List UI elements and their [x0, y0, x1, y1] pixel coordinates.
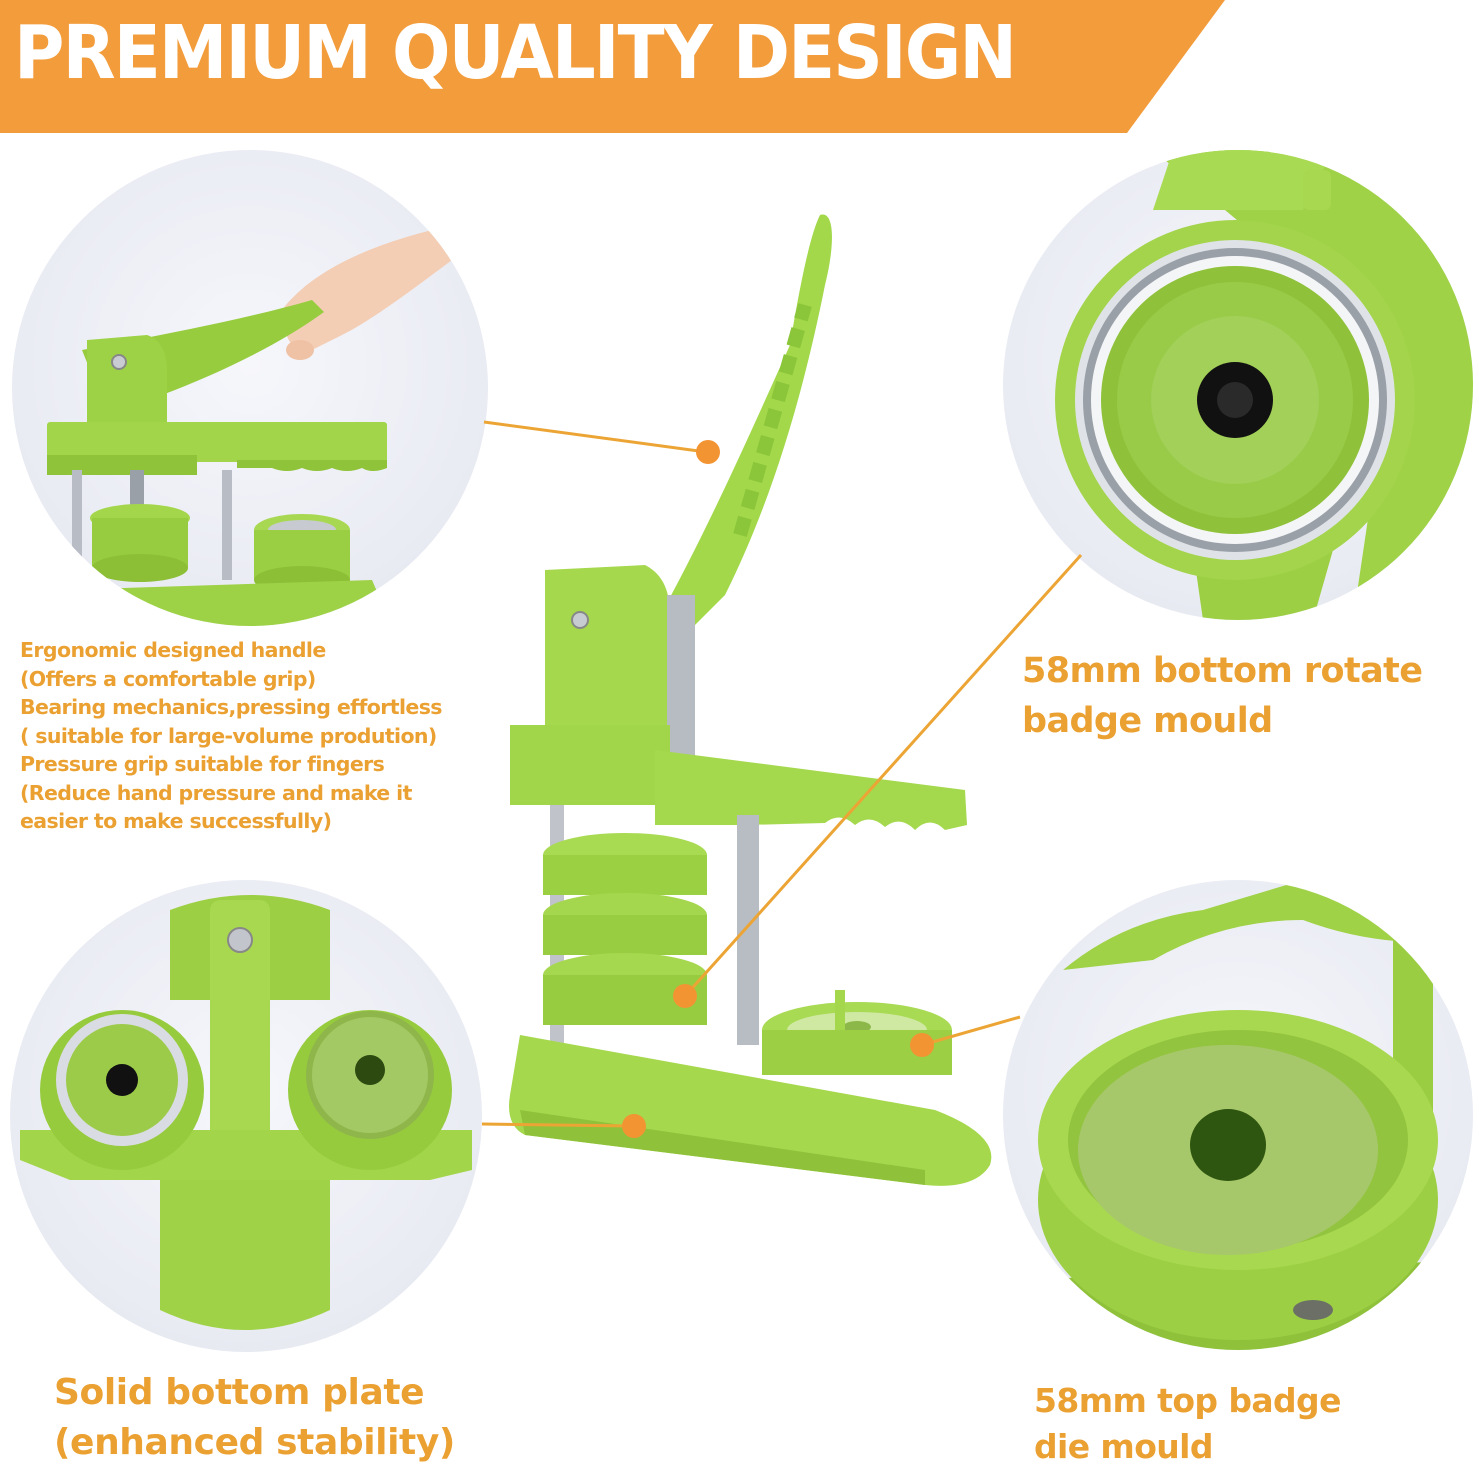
- bottom-mould-illustration: [1055, 150, 1473, 620]
- page-title: PREMIUM QUALITY DESIGN: [14, 10, 1017, 96]
- main-product-photo: [505, 205, 1015, 1205]
- caption-line: Pressure grip suitable for fingers: [20, 752, 385, 776]
- top-die-mould-caption: 58mm top badge die mould: [1034, 1378, 1341, 1470]
- caption-line: die mould: [1034, 1427, 1213, 1466]
- handle-detail-photo: [12, 150, 488, 626]
- caption-line: Ergonomic designed handle: [20, 638, 326, 662]
- bottom-rotate-mould-caption: 58mm bottom rotate badge mould: [1022, 646, 1423, 746]
- top-mould-illustration: [1023, 880, 1473, 1350]
- caption-line: (Offers a comfortable grip): [20, 666, 316, 691]
- handle-press-illustration: [47, 230, 452, 626]
- caption-line: (enhanced stability): [54, 1422, 455, 1463]
- header-banner: [0, 0, 1225, 133]
- caption-line: ( suitable for large-volume prodution): [20, 723, 437, 748]
- bottom-plate-photo: [10, 880, 482, 1352]
- caption-line: 58mm bottom rotate: [1022, 651, 1423, 691]
- badge-press-machine-illustration: [509, 214, 992, 1186]
- caption-line: Solid bottom plate: [54, 1372, 425, 1413]
- bottom-plate-caption: Solid bottom plate (enhanced stability): [54, 1368, 455, 1468]
- handle-feature-caption: Ergonomic designed handle (Offers a comf…: [20, 636, 443, 836]
- top-die-mould-photo: [1003, 880, 1473, 1350]
- caption-line: Bearing mechanics,pressing effortless: [20, 695, 443, 719]
- bottom-plate-illustration: [20, 895, 472, 1330]
- bottom-rotate-mould-photo: [1003, 150, 1473, 620]
- caption-line: badge mould: [1022, 701, 1273, 741]
- caption-line: easier to make successfully): [20, 809, 332, 833]
- caption-line: 58mm top badge: [1034, 1381, 1341, 1420]
- caption-line: (Reduce hand pressure and make it: [20, 780, 412, 805]
